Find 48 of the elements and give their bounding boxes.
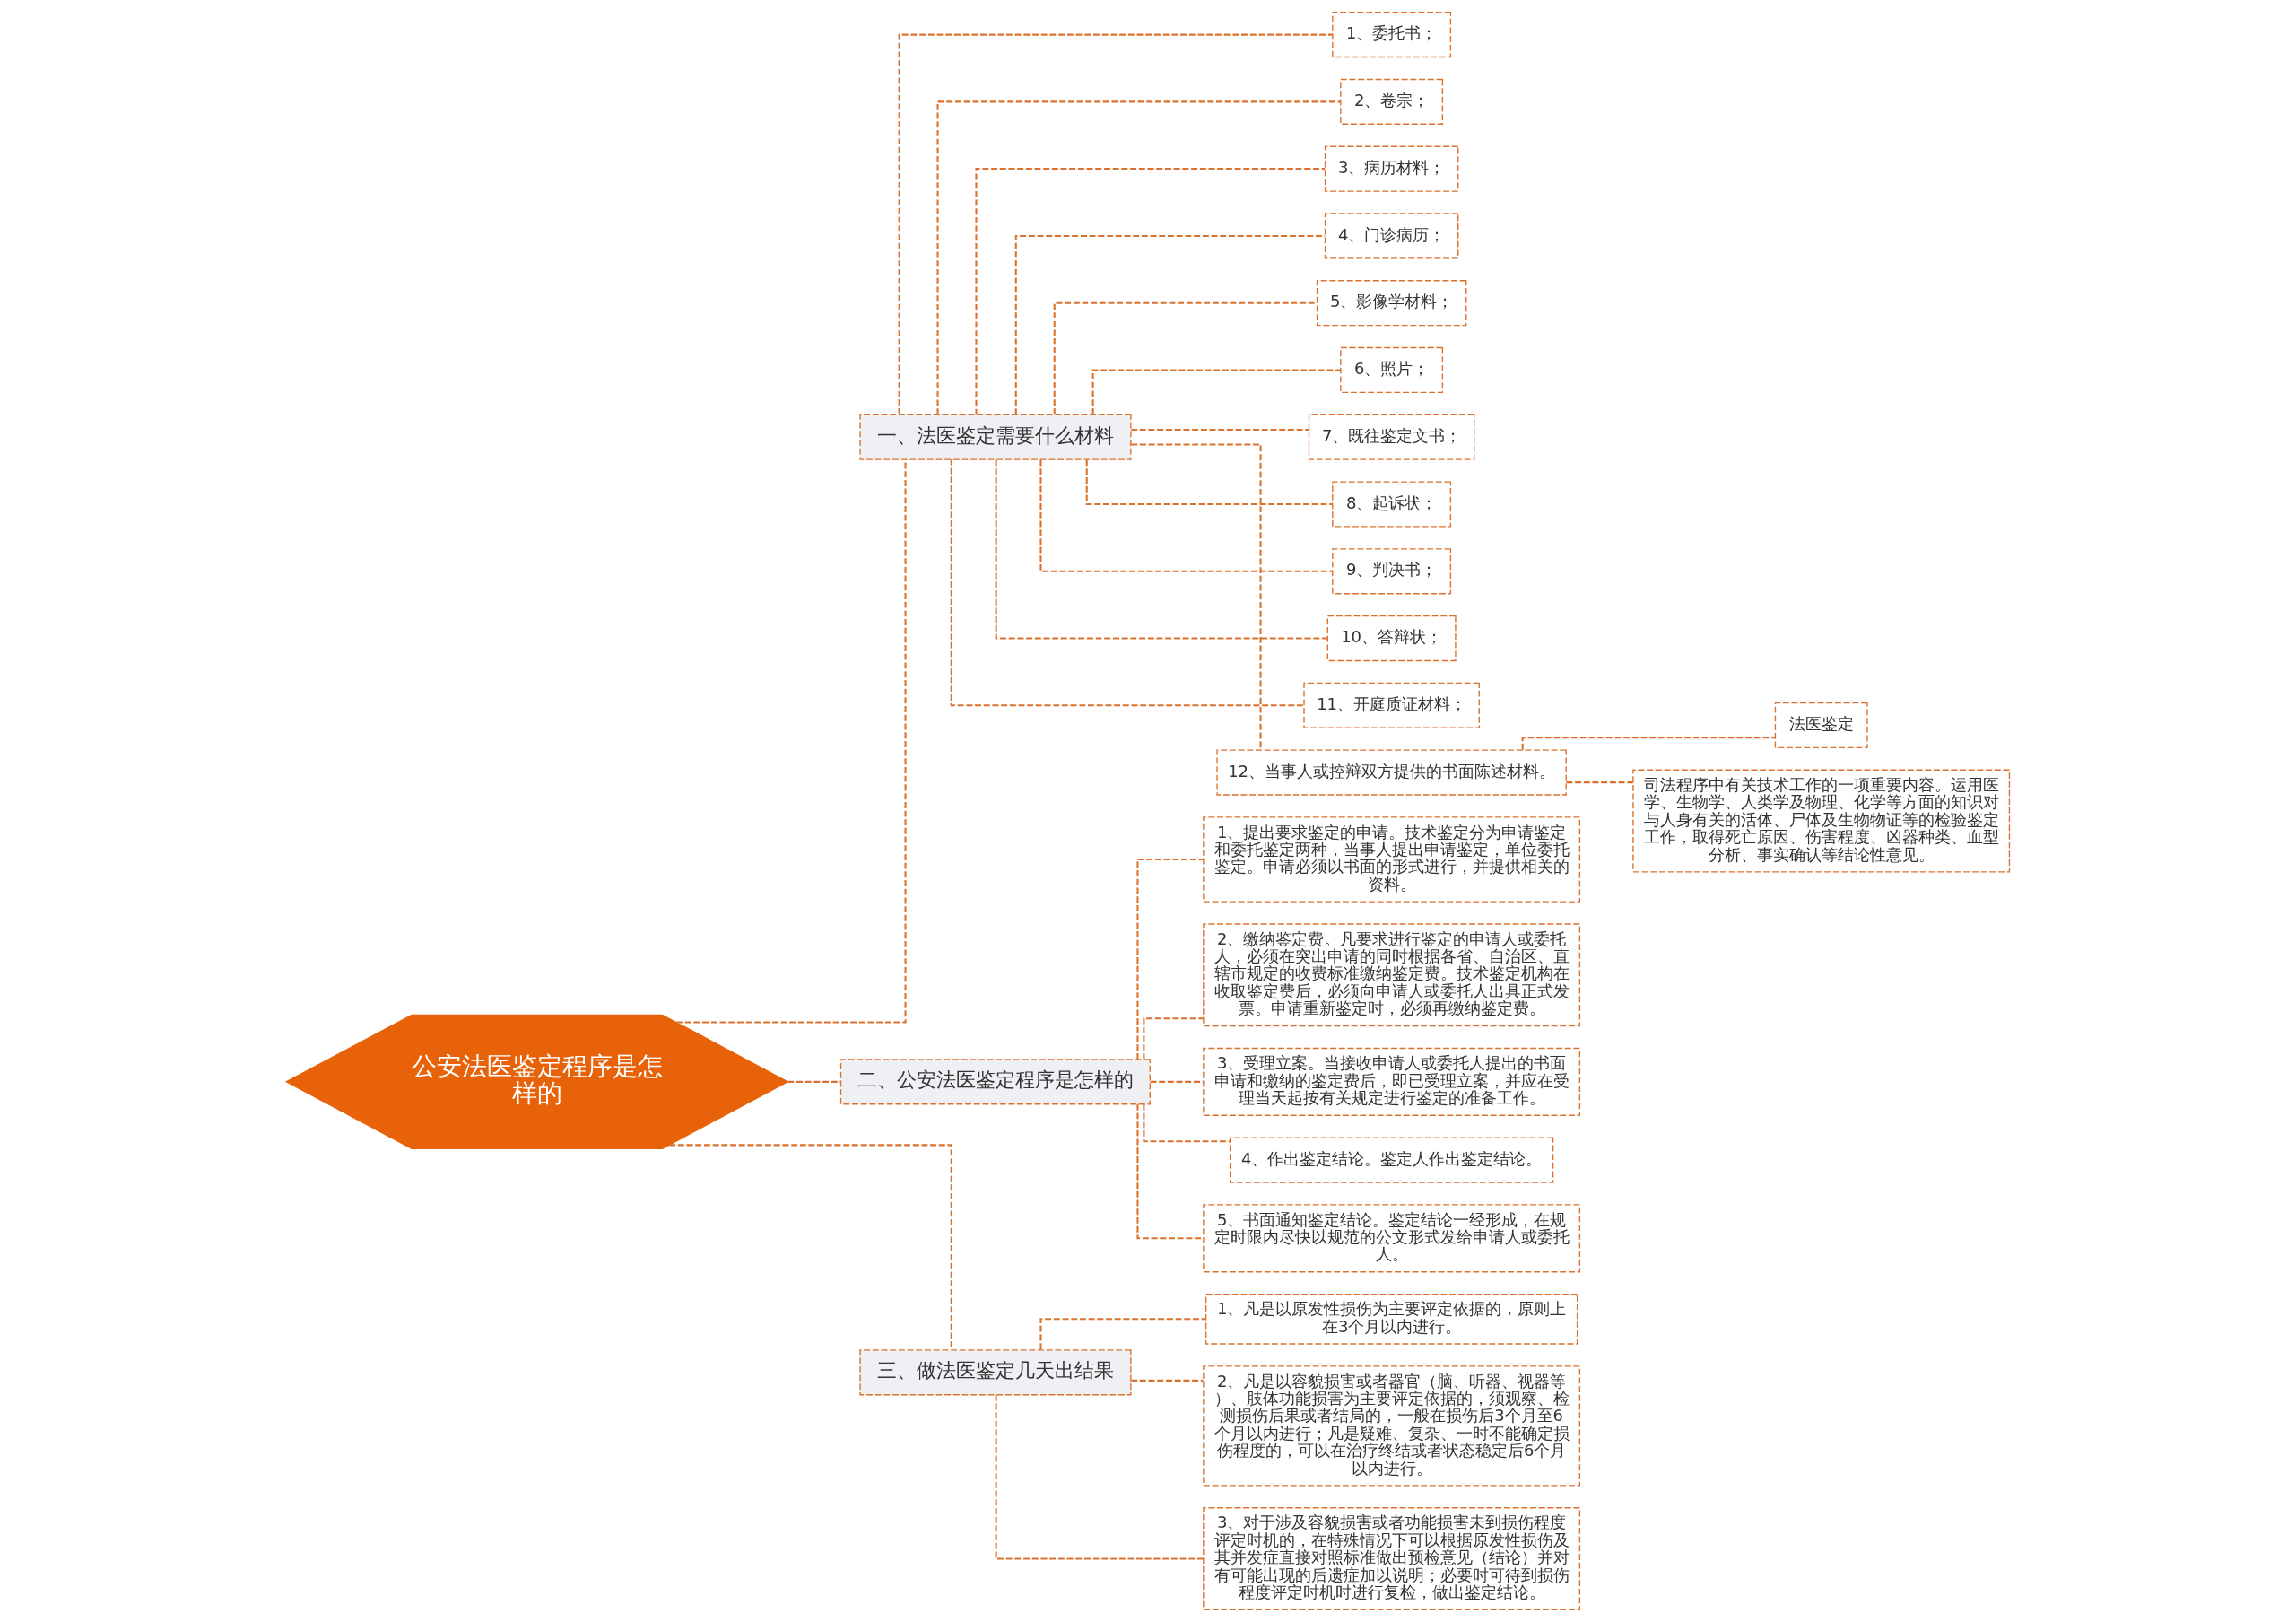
node-box: 12、当事人或控辩双方提供的书面陈述材料。 [1216,749,1567,796]
connector [1566,781,1633,784]
connector [936,100,1341,415]
connector [1136,858,1204,1060]
node-box: 3、受理立案。当接收申请人或委托人提出的书面申请和缴纳的鉴定费后，即已受理立案，并应在受理当天起按有关规定进行鉴定的准备工作。 [1203,1047,1581,1116]
node-box: 一、法医鉴定需要什么材料 [859,414,1132,460]
node-box: 1、提出要求鉴定的申请。技术鉴定分为申请鉴定和委托鉴定两种，当事人提出申请鉴定，单位委托鉴定。申请必须以书面的形式进行，并提供相关的资料。 [1203,816,1581,903]
connector [995,1394,1204,1560]
connector [1131,428,1309,431]
node-box: 1、委托书； [1332,12,1452,58]
connector [1085,459,1333,506]
node-box: 法医鉴定 [1774,702,1868,749]
connector [975,168,1326,415]
node-box: 4、门诊病历； [1324,213,1459,259]
connector [787,1080,841,1083]
node-box: 3、对于涉及容貌损害或者功能损害未到损伤程度评定时机的，在特殊情况下可以根据原发性损伤及其并发症直接对照标准做出预检意见（结论）并对有可能出现的后遗症加以说明；必要时可待到损伤程度评定时机时进行复检，做出鉴定结论。 [1203,1507,1581,1610]
node-box: 4、作出鉴定结论。鉴定人作出鉴定结论。 [1229,1137,1554,1183]
connector [995,459,1328,640]
node-box: 6、照片； [1340,346,1444,394]
connector [1131,1379,1204,1382]
node-box: 5、影像学材料； [1316,280,1467,327]
node-box: 8、起诉状； [1332,481,1452,528]
connector [898,33,1333,414]
connector [950,459,1304,707]
node-box: 三、做法医鉴定几天出结果 [859,1349,1132,1396]
connector [1136,1103,1204,1240]
node-box: 司法程序中有关技术工作的一项重要内容。运用医学、生物学、人类学及物理、化学等方面的知识对与人身有关的活体、尸体及生物物证等的检验鉴定工作，取得死亡原因、伤害程度、凶器种类、血型分析、事实确认等结论性意见。 [1632,769,2011,873]
connector [1053,301,1318,414]
connector [1143,1103,1231,1143]
node-box: 11、开庭质证材料； [1303,682,1480,728]
connector [1521,737,1776,750]
connector [1143,1017,1204,1060]
node-box: 5、书面通知鉴定结论。鉴定结论一经形成，在规定时限内尽快以规范的公文形式发给申请人或委托人。 [1203,1204,1581,1273]
node-box: 3、病历材料； [1324,145,1459,192]
node-box: 10、答辩状； [1326,615,1457,662]
node-box: 1、凡是以原发性损伤为主要评定依据的，原则上在3个月以内进行。 [1205,1293,1578,1345]
node-box: 2、凡是以容貌损害或者器官（脑、听器、视器等）、肢体功能损害为主要评定依据的，须观察、检测损伤后果或者结局的，一般在损伤后3个月至6个月以内进行；凡是疑难、复杂、一时不能确定损伤程度的，可以在治疗终结或者状态稳定后6个月以内进行。 [1203,1365,1581,1487]
connector [676,459,907,1024]
node-box: 2、缴纳鉴定费。凡要求进行鉴定的申请人或委托人，必须在突出申请的同时根据各省、自治区、直辖市规定的收费标准缴纳鉴定费。技术鉴定机构在收取鉴定费后，必须向申请人或委托人出具正式发票。申请重新鉴定时，必须再缴纳鉴定费。 [1203,923,1581,1027]
node-box: 9、判决书； [1332,548,1452,595]
connector [1039,459,1333,572]
connector [1131,443,1262,750]
node-box: 7、既往鉴定文书； [1308,414,1475,460]
node-box: 2、卷宗； [1340,78,1444,125]
connector [1150,1080,1204,1083]
connector [669,1144,952,1350]
connector [1091,369,1341,414]
node-box: 二、公安法医鉴定程序是怎样的 [839,1059,1151,1105]
